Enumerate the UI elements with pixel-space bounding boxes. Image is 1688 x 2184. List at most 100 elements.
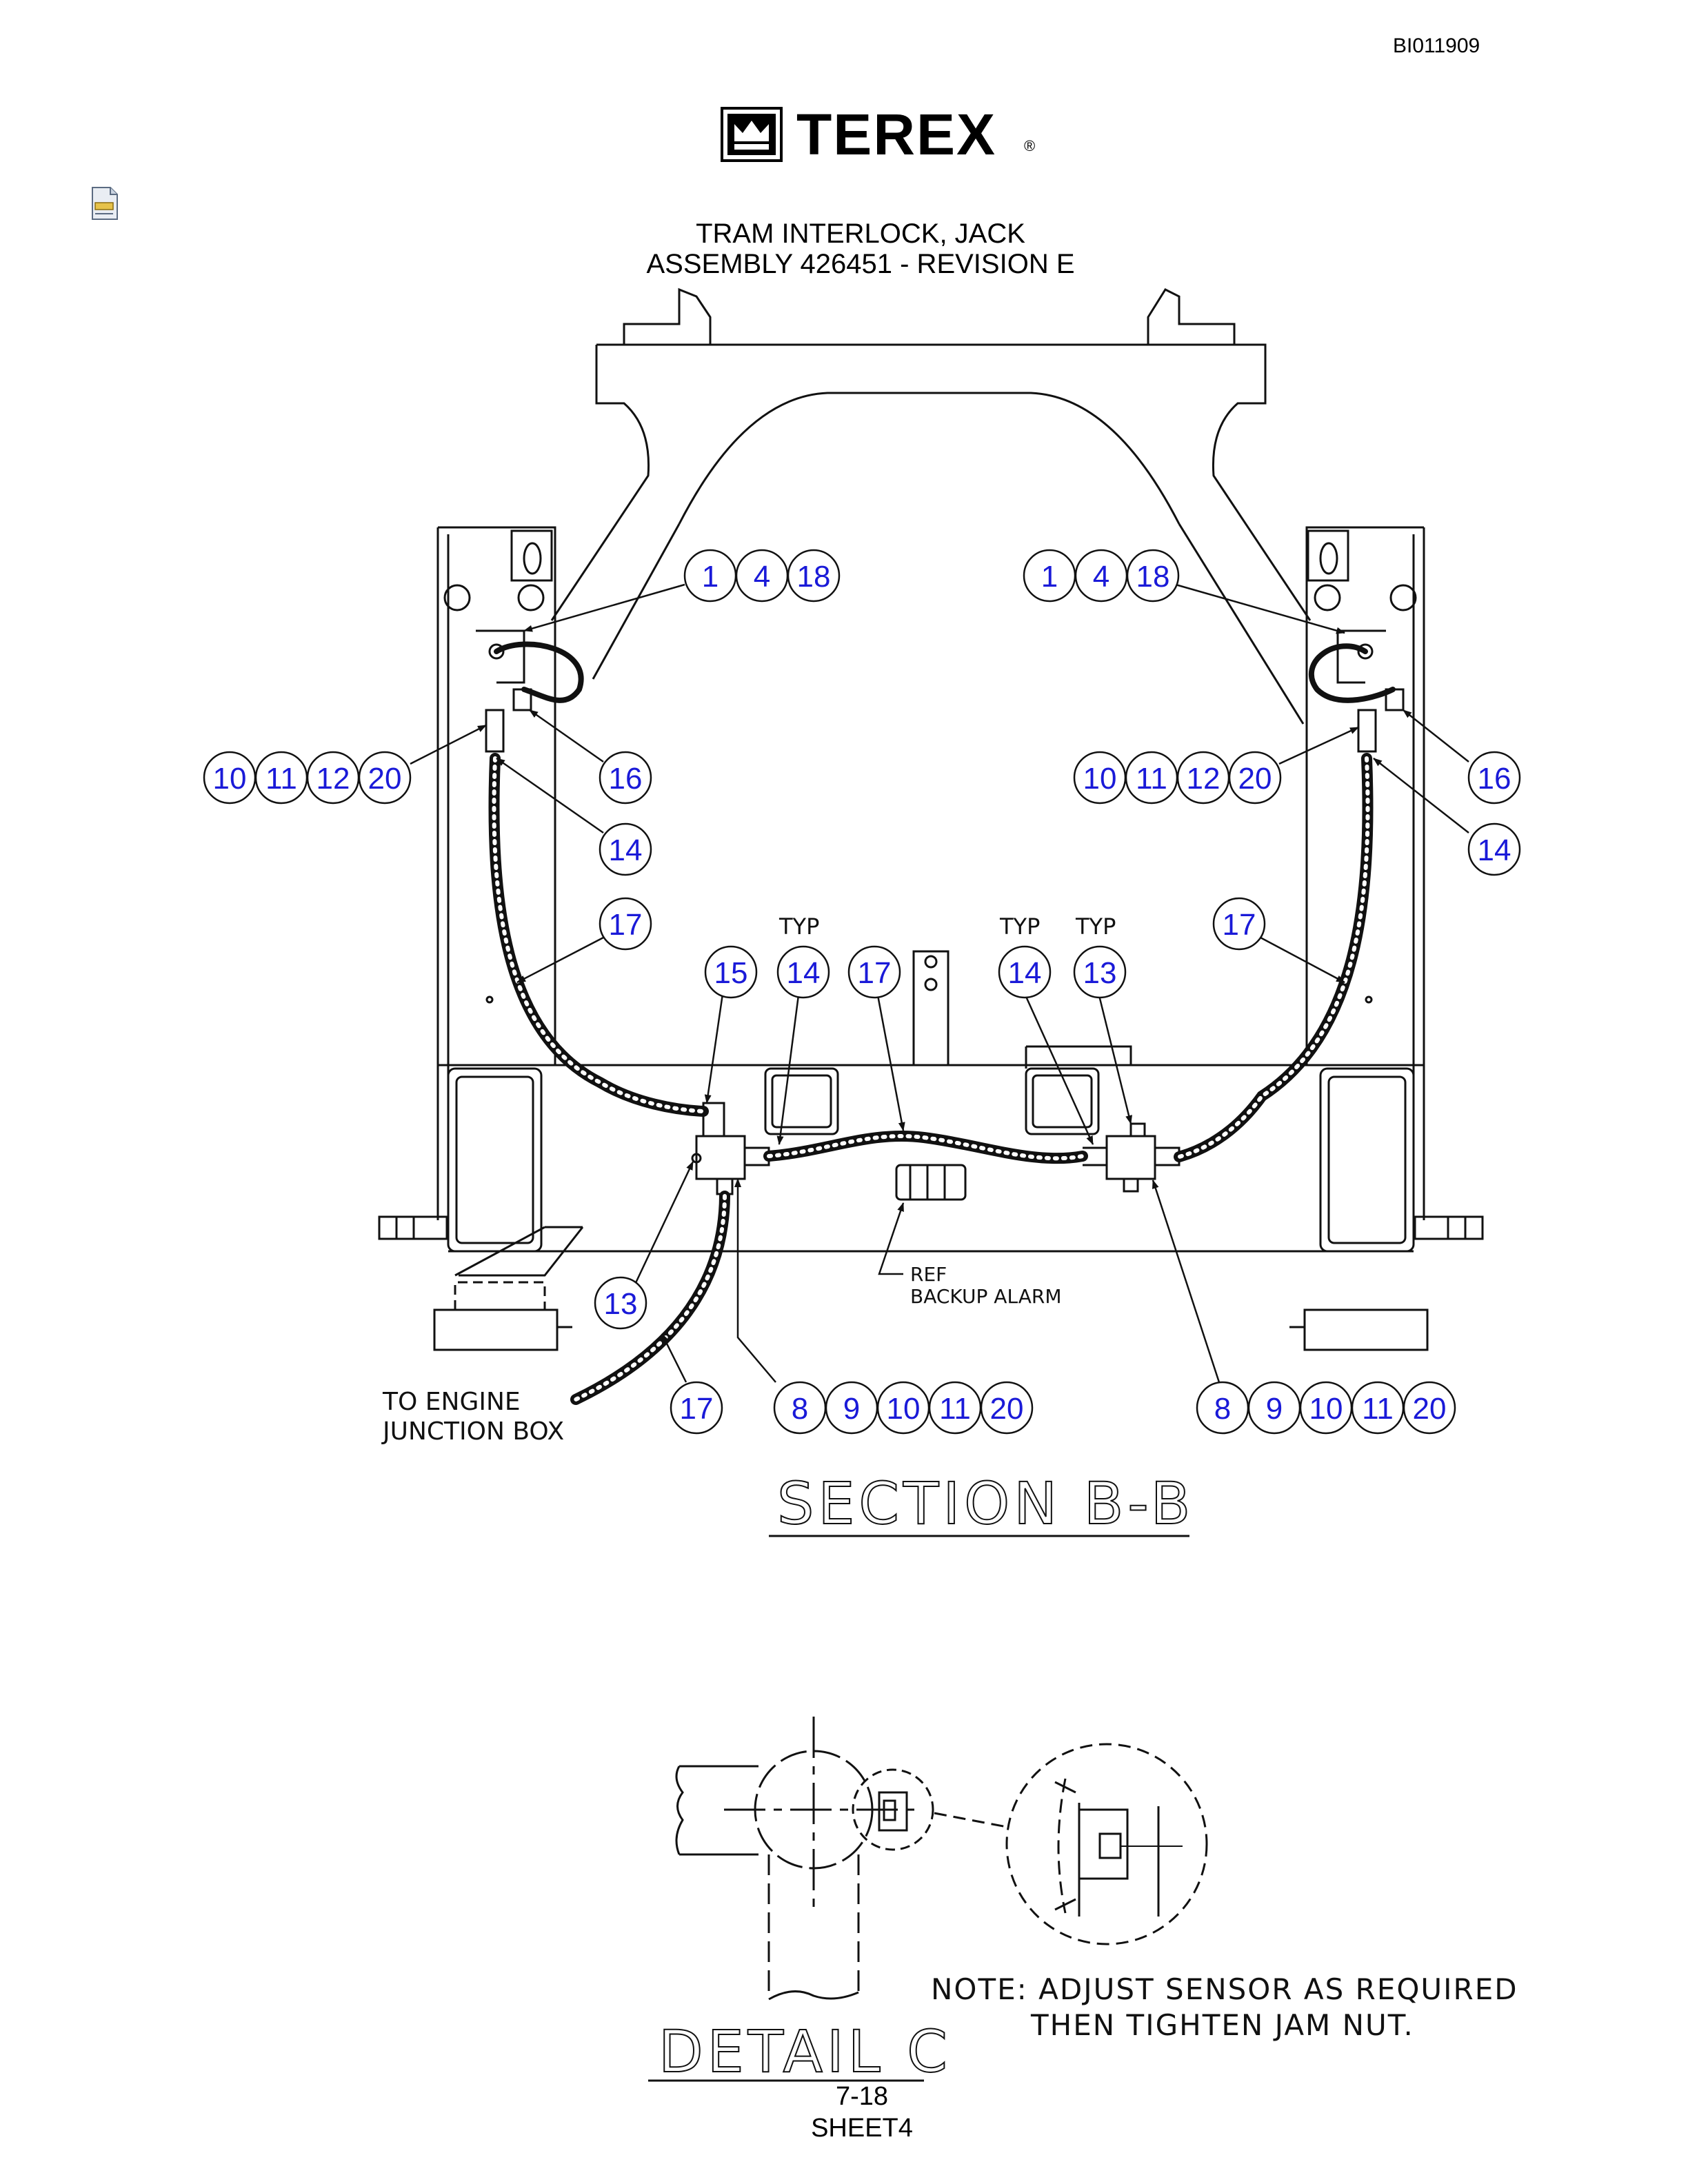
item-balloon: 11 [1125, 751, 1178, 805]
svg-text:20: 20 [1413, 1392, 1447, 1426]
item-balloon: 9 [825, 1381, 878, 1435]
svg-text:1: 1 [1041, 560, 1058, 594]
svg-text:18: 18 [1136, 560, 1170, 594]
item-balloon: 20 [1228, 751, 1282, 805]
item-balloon: 1 [1023, 549, 1076, 603]
document-icon[interactable] [90, 186, 120, 221]
item-balloon-17-left: 17 [599, 897, 652, 951]
item-balloon-14-center-left: 14 [776, 945, 830, 999]
svg-text:18: 18 [797, 560, 831, 594]
svg-text:20: 20 [990, 1392, 1024, 1426]
ref-label: REF [910, 1263, 947, 1286]
cable-harness [488, 641, 1396, 1405]
svg-text:10: 10 [1309, 1392, 1343, 1426]
detail-c-drawing [675, 1717, 1208, 2001]
typ-label-center-left: TYP [778, 913, 819, 940]
svg-text:16: 16 [609, 762, 643, 796]
item-balloon: 8 [773, 1381, 827, 1435]
item-balloon-15: 15 [704, 945, 758, 999]
svg-text:17: 17 [609, 908, 643, 942]
backup-alarm-label: BACKUP ALARM [910, 1285, 1061, 1308]
frame-structure [378, 287, 1484, 1351]
svg-text:20: 20 [1238, 762, 1272, 796]
leader-lines [410, 583, 1469, 1383]
item-balloon: 18 [1126, 549, 1180, 603]
item-balloon: 11 [928, 1381, 982, 1435]
svg-text:4: 4 [1093, 560, 1109, 594]
terex-crown-logo-icon [721, 107, 783, 162]
assembly-subtitle: ASSEMBLY 426451 - REVISION E [646, 249, 1075, 279]
svg-text:14: 14 [787, 956, 821, 990]
svg-text:12: 12 [1187, 762, 1220, 796]
svg-text:14: 14 [1008, 956, 1042, 990]
detail-c-note-line1: NOTE: ADJUST SENSOR AS REQUIRED [931, 1972, 1518, 2006]
svg-text:10: 10 [1083, 762, 1117, 796]
svg-text:10: 10 [887, 1392, 921, 1426]
item-balloon: 11 [1351, 1381, 1405, 1435]
item-balloon-17-right: 17 [1212, 897, 1266, 951]
item-balloon: 20 [1403, 1381, 1456, 1435]
svg-text:12: 12 [316, 762, 350, 796]
balloon-group-top-right: 1 4 18 [1023, 549, 1180, 603]
drawing-title: TRAM INTERLOCK, JACK [696, 219, 1025, 249]
section-bb-title: SECTION B-B [777, 1470, 1194, 1537]
item-balloon: 10 [876, 1381, 930, 1435]
item-balloon: 10 [1073, 751, 1127, 805]
balloon-group-bottom-right: 8 9 10 11 20 [1196, 1381, 1456, 1435]
item-balloon-14-center-right: 14 [998, 945, 1052, 999]
item-balloon-14-left: 14 [599, 822, 652, 876]
svg-text:20: 20 [368, 762, 402, 796]
brand-name: TEREX [796, 102, 997, 167]
item-balloon: 4 [1074, 549, 1128, 603]
item-balloon: 8 [1196, 1381, 1249, 1435]
item-balloon: 11 [254, 751, 308, 805]
svg-text:14: 14 [1478, 833, 1511, 867]
svg-text:1: 1 [702, 560, 719, 594]
svg-text:17: 17 [680, 1392, 714, 1426]
svg-text:8: 8 [1214, 1392, 1231, 1426]
balloon-group-mid-right: 10 11 12 20 [1073, 751, 1282, 805]
item-balloon: 18 [787, 549, 841, 603]
item-balloon: 12 [306, 751, 360, 805]
item-balloon: 12 [1176, 751, 1230, 805]
balloon-group-mid-left: 10 11 12 20 [203, 751, 412, 805]
svg-text:17: 17 [858, 956, 892, 990]
svg-text:8: 8 [792, 1392, 808, 1426]
document-id: BI011909 [1393, 34, 1480, 57]
detail-c-note-line2: THEN TIGHTEN JAM NUT. [1030, 2008, 1414, 2042]
svg-text:17: 17 [1223, 908, 1256, 942]
svg-text:14: 14 [609, 833, 643, 867]
svg-text:13: 13 [1083, 956, 1117, 990]
svg-text:11: 11 [939, 1392, 971, 1426]
item-balloon: 10 [1299, 1381, 1353, 1435]
item-balloon-14-right: 14 [1467, 822, 1521, 876]
svg-text:11: 11 [265, 762, 297, 796]
item-balloon-17-bottom: 17 [670, 1381, 723, 1435]
item-balloon-17-center: 17 [847, 945, 901, 999]
item-balloon: 10 [203, 751, 257, 805]
item-balloon-16-right: 16 [1467, 751, 1521, 805]
balloon-group-top-left: 1 4 18 [683, 549, 841, 603]
item-balloon-13-bottom: 13 [594, 1276, 647, 1330]
item-balloon: 9 [1247, 1381, 1301, 1435]
svg-text:9: 9 [1266, 1392, 1283, 1426]
svg-text:16: 16 [1478, 762, 1511, 796]
item-balloon: 1 [683, 549, 737, 603]
typ-label-center-right: TYP [999, 913, 1040, 940]
svg-text:11: 11 [1136, 762, 1167, 796]
detail-c-title: DETAIL C [659, 2018, 952, 2085]
item-balloon-13-center: 13 [1073, 945, 1127, 999]
balloon-group-bottom-left: 8 9 10 11 20 [773, 1381, 1034, 1435]
engine-label-line2: JUNCTION BOX [381, 1417, 564, 1446]
item-balloon: 20 [980, 1381, 1034, 1435]
item-balloon: 20 [358, 751, 412, 805]
sheet-number: SHEET4 [811, 2114, 913, 2143]
svg-text:9: 9 [843, 1392, 860, 1426]
item-balloon-16-left: 16 [599, 751, 652, 805]
terex-logo: TEREX ® [721, 102, 1045, 167]
item-balloon: 4 [735, 549, 789, 603]
typ-label-right: TYP [1075, 913, 1116, 940]
svg-text:10: 10 [213, 762, 247, 796]
registered-mark: ® [1024, 137, 1036, 154]
